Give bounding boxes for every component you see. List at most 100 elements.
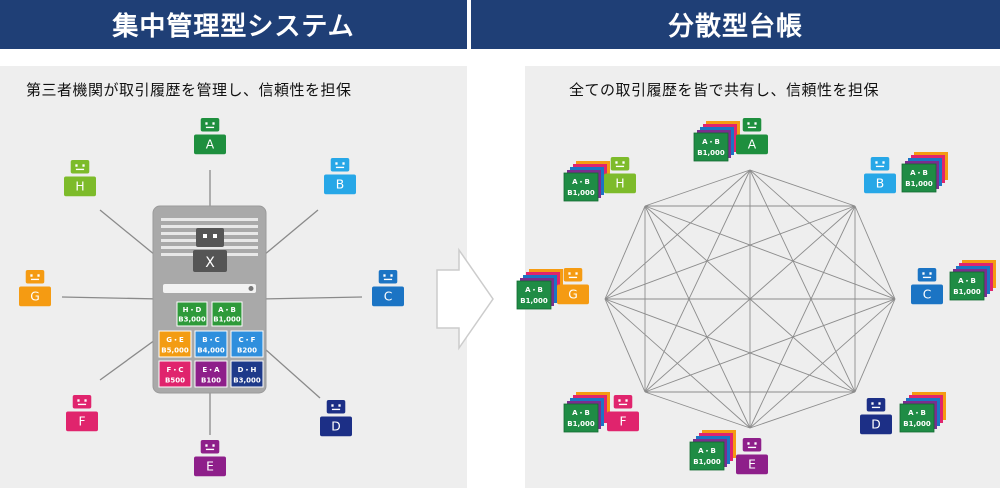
node-body: [64, 176, 96, 197]
node-head: [330, 158, 350, 172]
node-eye: [882, 161, 885, 164]
node-label: F: [78, 415, 85, 429]
server-line: [161, 225, 258, 228]
shared-ledger-h: A・B B1,000: [563, 161, 610, 202]
mesh-link: [749, 205, 856, 429]
ledger-entry-amount: B500: [165, 376, 185, 384]
ledger-entry-amount: B200: [237, 346, 257, 354]
node-eye: [622, 161, 625, 164]
node-label: D: [871, 418, 880, 432]
ledger-entry: C・F B200: [230, 330, 264, 358]
node-label: E: [206, 460, 214, 474]
node-mouth: [618, 403, 628, 406]
mesh-link: [749, 169, 856, 393]
shared-ledger-g: A・BB1,000: [516, 269, 563, 310]
ledger-entry-label: F・C: [167, 366, 184, 374]
node-g: G: [19, 270, 51, 307]
node-mouth: [205, 126, 215, 129]
node-f: F: [66, 395, 98, 432]
mesh-link: [854, 298, 896, 393]
server-searchbar: [163, 284, 256, 293]
node-eye: [77, 399, 80, 402]
ledger-entry-amount: B100: [201, 376, 221, 384]
ledger-amount: B1,000: [567, 189, 595, 197]
node-body: [66, 411, 98, 432]
node-eye: [213, 234, 217, 238]
ledger-label: A・B: [572, 178, 590, 186]
ledger-front: [689, 441, 725, 471]
node-label: A: [206, 138, 215, 152]
node-head: [870, 157, 890, 171]
node-eye: [615, 161, 618, 164]
node-eye: [871, 402, 874, 405]
server-searchbar-dot: [248, 286, 254, 291]
node-body: [736, 454, 768, 475]
node-eye: [625, 399, 628, 402]
ledger-entry-box: [158, 360, 192, 388]
node-eye: [575, 272, 578, 275]
node-e: E: [736, 438, 768, 475]
ledger-entry-label: A・B: [218, 306, 236, 314]
mesh-links: [604, 169, 896, 429]
ledger-entry: G・EB5,000: [158, 330, 192, 358]
ledger-entry: D・HB3,000: [230, 360, 264, 388]
mesh-link: [604, 298, 751, 429]
node-label: D: [331, 420, 340, 434]
node-mouth: [922, 276, 932, 279]
ledger-front: [563, 172, 599, 202]
node-eye: [618, 399, 621, 402]
node-body: [860, 414, 892, 435]
node-head: [196, 228, 224, 247]
node-body: [193, 250, 227, 272]
node-eye: [754, 122, 757, 125]
node-b: B: [324, 158, 356, 195]
node-mouth: [383, 278, 393, 281]
node-eye: [82, 164, 85, 167]
mesh-link: [604, 298, 856, 393]
node-head: [70, 160, 90, 174]
ledger-entry-box: [230, 360, 264, 388]
node-body: [557, 284, 589, 305]
node-eye: [75, 164, 78, 167]
ledger-entry-box: [230, 330, 264, 358]
node-mouth: [30, 278, 40, 281]
mesh-link: [644, 205, 751, 429]
ledger-entry: B・CB4,000: [194, 330, 228, 358]
shared-ledger-d: A・BB1,000: [899, 392, 946, 433]
ledger-entry: A・BB1,000: [211, 301, 243, 327]
ledger-entry-box: [194, 360, 228, 388]
node-eye: [212, 122, 215, 125]
server-line: [161, 246, 258, 249]
node-mouth: [75, 168, 85, 171]
ledger-entry-amount: B3,000: [233, 376, 261, 384]
node-c: C: [911, 268, 943, 305]
ledger-entry: F・C B500: [158, 360, 192, 388]
shared-ledger-b: A・BB1,000: [901, 152, 948, 193]
mesh-link: [749, 391, 856, 429]
ledger-entry-amount: B3,000: [178, 316, 206, 324]
node-x: X: [193, 228, 227, 272]
shared-ledger-f: A・BB1,000: [563, 392, 610, 433]
node-mouth: [747, 126, 757, 129]
node-d: D: [320, 400, 352, 437]
node-eye: [747, 442, 750, 445]
mesh-link: [604, 298, 646, 393]
node-head: [326, 400, 346, 414]
node-label: C: [384, 290, 393, 304]
node-body: [864, 173, 896, 194]
node-eye: [205, 444, 208, 447]
node-eye: [331, 404, 334, 407]
node-eye: [875, 161, 878, 164]
node-head: [200, 118, 220, 132]
node-eye: [30, 274, 33, 277]
ledger-front: [563, 403, 599, 433]
node-head: [378, 270, 398, 284]
node-h: H: [64, 160, 96, 197]
ledger-entry-amount: B4,000: [197, 346, 225, 354]
node-body: [911, 284, 943, 305]
ledger-entry-label: C・F: [239, 336, 256, 344]
ledger-amount: B1,000: [697, 149, 725, 157]
ledger-front: [693, 132, 729, 162]
ledger-front: [901, 163, 937, 193]
